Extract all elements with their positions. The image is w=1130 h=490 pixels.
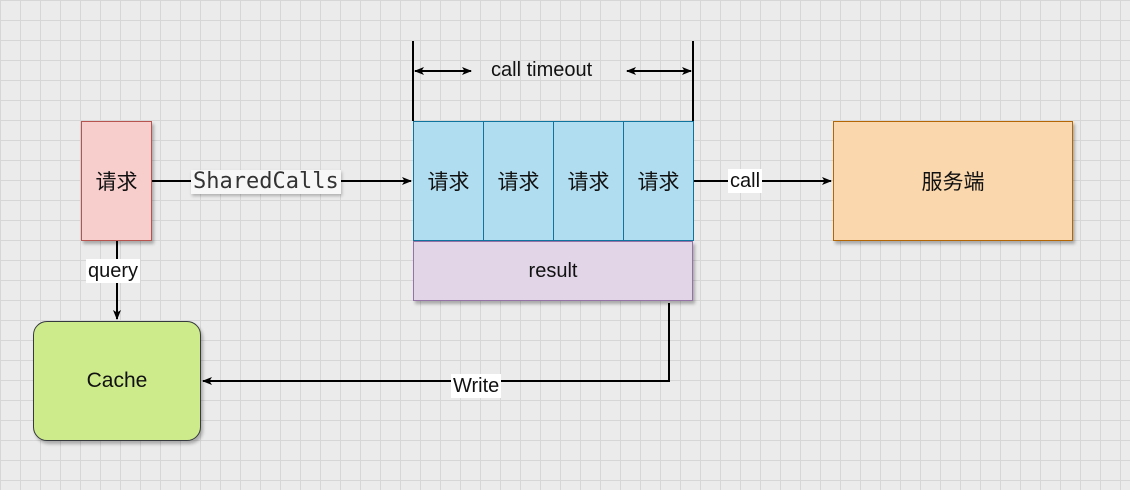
write-edge-label: Write [451,374,502,398]
batch-request-label: 请求 [427,171,470,194]
result-node-label: result [528,259,578,282]
batch-request-1[interactable]: 请求 [413,121,484,241]
batch-request-2[interactable]: 请求 [483,121,554,241]
call-edge-label: call [728,169,763,193]
batch-request-3[interactable]: 请求 [553,121,624,241]
cache-node-label: Cache [86,369,148,392]
batch-request-label: 请求 [497,171,540,194]
request-node-label: 请求 [95,171,138,194]
result-node[interactable]: result [413,241,693,301]
batch-request-4[interactable]: 请求 [623,121,694,241]
cache-node[interactable]: Cache [33,321,201,441]
write-edge [202,303,670,385]
call-timeout-label: call timeout [491,59,593,81]
batch-request-label: 请求 [567,171,610,194]
request-node[interactable]: 请求 [81,121,152,241]
query-edge-label: query [86,259,141,283]
shared-calls-label: SharedCalls [191,169,341,194]
batch-request-label: 请求 [637,171,680,194]
server-node-label: 服务端 [921,171,985,194]
server-node[interactable]: 服务端 [833,121,1073,241]
